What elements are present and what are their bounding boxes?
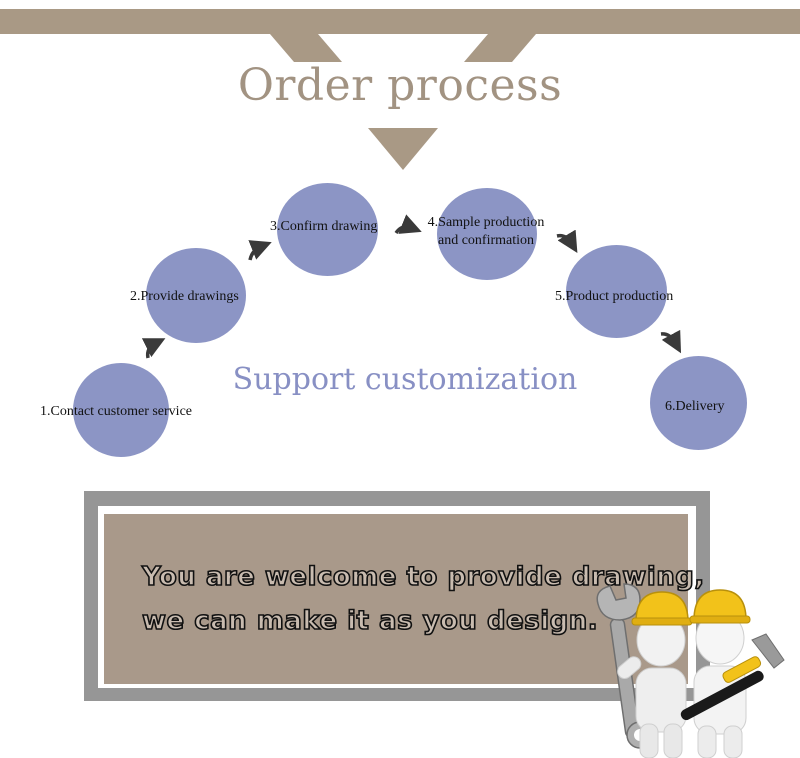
step-5-label: 5.Product production xyxy=(555,289,674,304)
header-decoration xyxy=(270,34,536,170)
step-1-label: 1.Contact customer service xyxy=(40,404,193,419)
header-band xyxy=(0,9,800,34)
arrow-1-to-2-icon xyxy=(141,338,166,359)
step-2-label: 2.Provide drawings xyxy=(130,289,239,304)
step-3-label: 3.Confirm drawing xyxy=(270,219,378,234)
left-chevron-shape xyxy=(270,34,342,62)
arrow-5-to-6-icon xyxy=(660,329,682,354)
step-4-label-line1: 4.Sample production xyxy=(427,215,545,230)
step-6-circle xyxy=(650,356,747,450)
step-4-label-line2: and confirmation xyxy=(437,233,535,248)
down-triangle-shape xyxy=(368,128,438,170)
hard-hat-icon xyxy=(693,589,747,621)
hammer-icon xyxy=(680,633,785,721)
step-3-circle xyxy=(277,183,378,276)
worker-left xyxy=(617,591,693,758)
page-title: Order process xyxy=(237,60,563,111)
step-1-circle xyxy=(73,363,169,457)
step-5-circle xyxy=(566,245,667,338)
hard-hat-icon xyxy=(635,591,689,623)
right-chevron-shape xyxy=(464,34,536,62)
banner-panel xyxy=(104,514,688,684)
connector-arrows xyxy=(141,214,682,359)
step-4-label: 4.Sample production and confirmation xyxy=(420,214,552,250)
step-2-circle xyxy=(146,248,246,343)
banner-line-2: we can make it as you design. xyxy=(141,605,599,637)
arrow-3-to-4-icon xyxy=(394,214,422,235)
arrow-4-to-5-icon xyxy=(556,229,578,254)
support-customization-text: Support customization xyxy=(232,362,578,397)
step-6-label: 6.Delivery xyxy=(665,399,725,414)
step-4-circle xyxy=(437,188,537,280)
arrow-2-to-3-icon xyxy=(248,240,272,261)
